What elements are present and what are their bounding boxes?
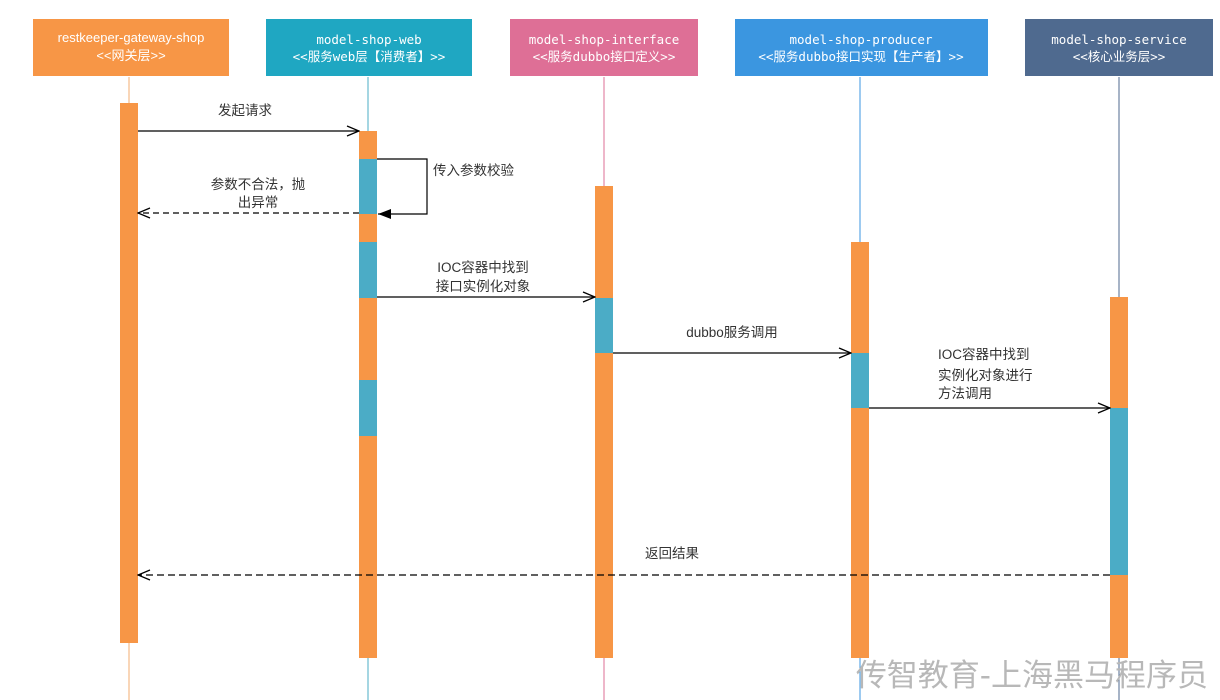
message-ioc-find-interface-label-line2: 接口实例化对象 xyxy=(436,278,531,294)
message-invalid-param-label-line2: 出异常 xyxy=(238,195,279,210)
participant-gateway-name: restkeeper-gateway-shop xyxy=(58,30,205,45)
participant-web-stereotype: <<服务web层【消费者】>> xyxy=(293,49,446,64)
participant-service-name: model-shop-service xyxy=(1051,32,1186,47)
watermark: 传智教育-上海黑马程序员 xyxy=(856,658,1208,694)
participant-service: model-shop-service <<核心业务层>> xyxy=(1025,19,1213,76)
activation-interface-segment-1 xyxy=(595,298,613,353)
participant-interface-stereotype: <<服务dubbo接口定义>> xyxy=(533,49,676,64)
message-ioc-find-method-label-line1: IOC容器中找到 xyxy=(938,346,1030,362)
activation-web-segment-1 xyxy=(359,159,377,214)
activation-gateway xyxy=(120,103,138,643)
participant-service-stereotype: <<核心业务层>> xyxy=(1073,49,1166,64)
message-initiate-request: 发起请求 xyxy=(138,103,359,131)
activation-interface xyxy=(595,186,613,658)
activation-web-segment-2 xyxy=(359,242,377,298)
message-return-result-label: 返回结果 xyxy=(645,546,699,561)
message-ioc-find-method-label-line2: 实例化对象进行 xyxy=(938,368,1033,383)
message-ioc-find-method-label-line3: 方法调用 xyxy=(938,386,992,401)
message-invalid-param: 参数不合法，抛 出异常 xyxy=(138,176,359,213)
participant-interface-name: model-shop-interface xyxy=(529,32,680,47)
message-initiate-request-label: 发起请求 xyxy=(218,103,272,118)
message-param-validation-label: 传入参数校验 xyxy=(433,162,514,178)
participant-producer-stereotype: <<服务dubbo接口实现【生产者】>> xyxy=(758,49,963,64)
participant-gateway: restkeeper-gateway-shop <<网关层>> xyxy=(33,19,229,76)
message-ioc-find-interface-label-line1: IOC容器中找到 xyxy=(437,259,529,275)
participant-gateway-stereotype: <<网关层>> xyxy=(96,48,165,63)
activation-producer-segment-1 xyxy=(851,353,869,408)
activation-service-segment-1 xyxy=(1110,408,1128,575)
message-dubbo-call-label: dubbo服务调用 xyxy=(686,325,778,340)
message-param-validation: 传入参数校验 xyxy=(377,158,514,219)
activation-producer xyxy=(851,242,869,658)
participant-web: model-shop-web <<服务web层【消费者】>> xyxy=(266,19,472,76)
participant-web-name: model-shop-web xyxy=(316,32,421,47)
participant-producer: model-shop-producer <<服务dubbo接口实现【生产者】>> xyxy=(735,19,988,76)
message-dubbo-call: dubbo服务调用 xyxy=(613,325,851,353)
participant-producer-name: model-shop-producer xyxy=(790,32,933,47)
activation-web-segment-3 xyxy=(359,380,377,436)
message-return-result: 返回结果 xyxy=(138,546,1110,575)
message-invalid-param-label-line1: 参数不合法，抛 xyxy=(211,176,306,192)
participant-interface: model-shop-interface <<服务dubbo接口定义>> xyxy=(510,19,698,76)
message-ioc-find-interface: IOC容器中找到 接口实例化对象 xyxy=(377,259,595,297)
message-ioc-find-method: IOC容器中找到 实例化对象进行 方法调用 xyxy=(869,346,1110,408)
